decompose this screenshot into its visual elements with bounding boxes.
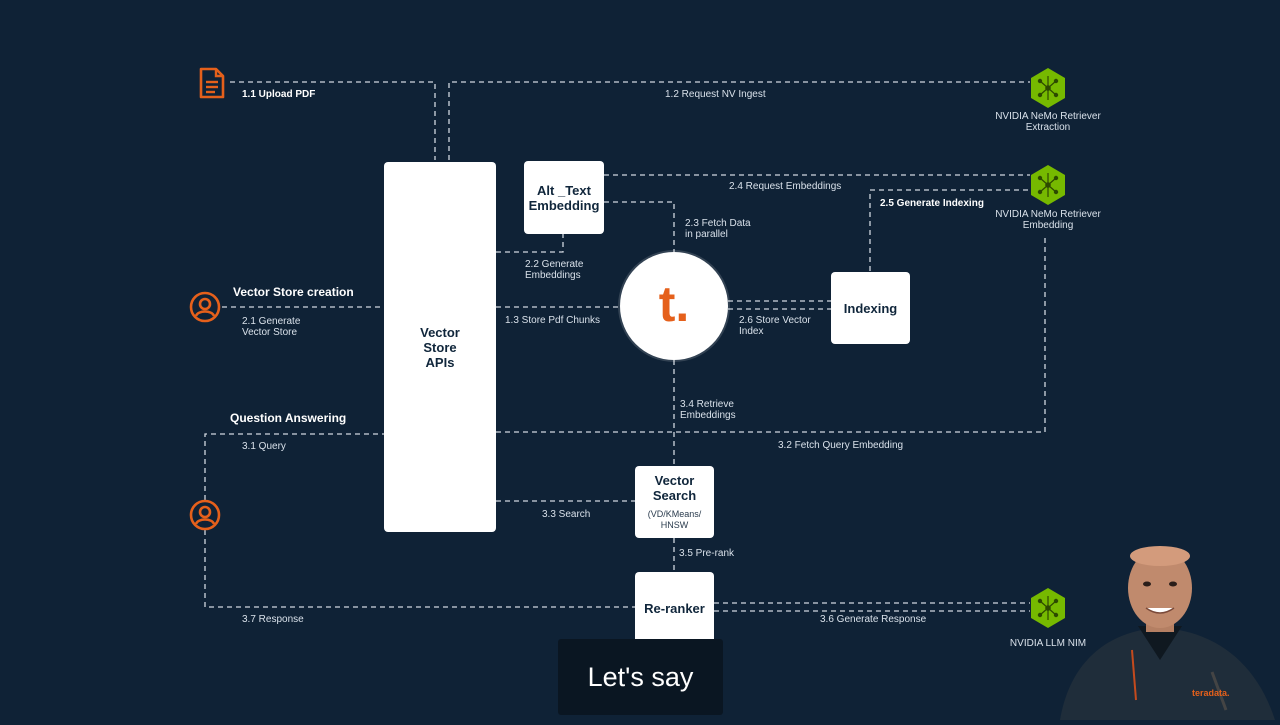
section-vector-store-creation: Vector Store creation bbox=[233, 285, 354, 299]
section-question-answering: Question Answering bbox=[230, 411, 347, 425]
nvidia-llm-icon bbox=[1030, 587, 1066, 634]
teradata-logo: t. bbox=[658, 276, 690, 332]
step-2-5-label: 2.5 Generate Indexing bbox=[880, 198, 984, 209]
user-icon bbox=[189, 499, 221, 536]
line-query bbox=[204, 433, 384, 500]
line-upload-pdf bbox=[230, 81, 436, 160]
presenter-shirt-logo: teradata. bbox=[1192, 688, 1230, 698]
step-3-6-label: 3.6 Generate Response bbox=[820, 614, 927, 625]
step-2-6-label: 2.6 Store Vector Index bbox=[739, 315, 811, 337]
line-fetch-data bbox=[604, 201, 675, 252]
alt-text-embedding-title: Alt _Text Embedding bbox=[528, 182, 600, 213]
step-3-5-label: 3.5 Pre-rank bbox=[679, 548, 735, 559]
reranker-title: Re-ranker bbox=[644, 600, 705, 616]
nvidia-llm-label: NVIDIA LLM NIM bbox=[1009, 638, 1087, 649]
vector-search-title: Vector Search bbox=[652, 473, 697, 503]
nvidia-embedding-icon bbox=[1030, 164, 1066, 211]
step-2-3-label: 2.3 Fetch Data in parallel bbox=[685, 218, 751, 240]
alt-text-embedding-box: Alt _Text Embedding bbox=[524, 161, 604, 234]
step-3-1-label: 3.1 Query bbox=[242, 441, 286, 452]
step-1-3-label: 1.3 Store Pdf Chunks bbox=[505, 315, 601, 326]
teradata-hub: t. bbox=[620, 252, 728, 360]
vector-store-apis-box: Vector Store APIs bbox=[384, 162, 496, 532]
line-generate-embeddings bbox=[496, 234, 564, 253]
step-3-4-label: 3.4 Retrieve Embeddings bbox=[680, 399, 736, 421]
step-3-7-label: 3.7 Response bbox=[242, 614, 304, 625]
step-3-3-label: 3.3 Search bbox=[542, 509, 591, 520]
nvidia-extraction-label: NVIDIA NeMo Retriever Extraction bbox=[995, 111, 1101, 133]
presenter-video: teradata. bbox=[1040, 540, 1280, 720]
pdf-document-icon bbox=[198, 67, 226, 105]
subtitle-caption: Let's say bbox=[558, 639, 723, 715]
step-2-4-label: 2.4 Request Embeddings bbox=[729, 181, 842, 192]
nvidia-embedding-label: NVIDIA NeMo Retriever Embedding bbox=[995, 209, 1101, 231]
step-1-1-label: 1.1 Upload PDF bbox=[242, 89, 316, 100]
indexing-title: Indexing bbox=[843, 300, 898, 316]
vector-store-apis-title: Vector Store APIs bbox=[420, 324, 460, 370]
line-fetch-query-embedding bbox=[496, 236, 1046, 433]
vector-search-subtitle: (VD/KMeans/ HNSW bbox=[647, 509, 702, 530]
step-1-2-label: 1.2 Request NV Ingest bbox=[665, 89, 766, 100]
line-response bbox=[204, 530, 635, 608]
vector-search-box: Vector Search (VD/KMeans/ HNSW bbox=[635, 466, 714, 538]
step-2-2-label: 2.2 Generate Embeddings bbox=[525, 259, 584, 281]
nvidia-extraction-icon bbox=[1030, 67, 1066, 114]
step-3-2-label: 3.2 Fetch Query Embedding bbox=[778, 440, 904, 451]
line-generate-indexing bbox=[869, 189, 1030, 271]
user-icon bbox=[189, 291, 221, 328]
step-2-1-label: 2.1 Generate Vector Store bbox=[242, 316, 301, 338]
reranker-box: Re-ranker bbox=[635, 572, 714, 644]
indexing-box: Indexing bbox=[831, 272, 910, 344]
